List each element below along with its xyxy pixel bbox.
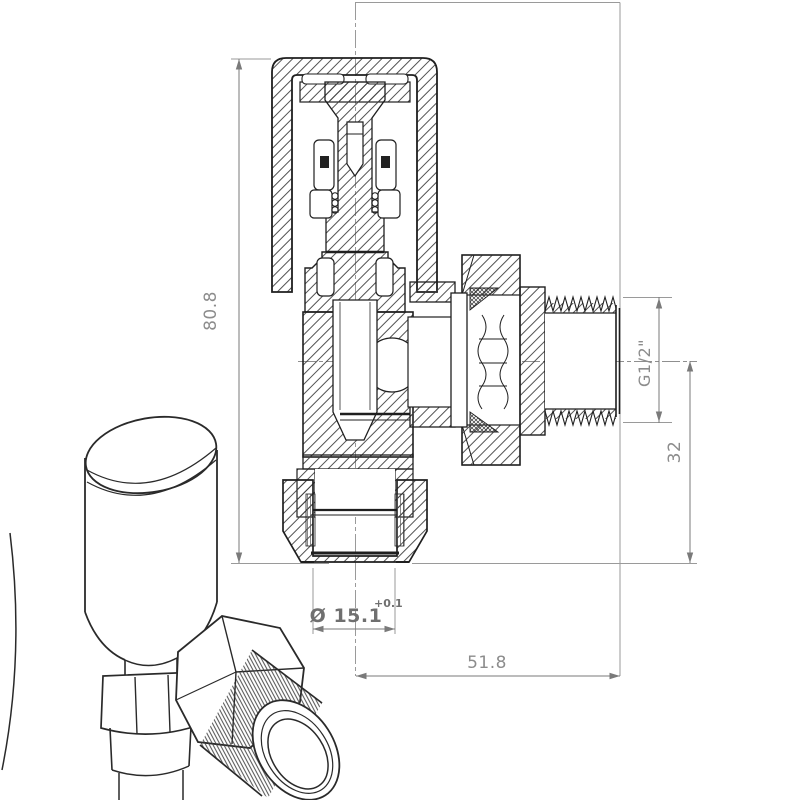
bonnet-section	[304, 250, 406, 313]
dimension-label-bore-tolerance: +0.1	[374, 597, 403, 610]
dimension-label-overall-height: 80.8	[201, 291, 221, 331]
dimension-label-center-to-base: 32	[665, 441, 685, 464]
dimension-layer	[231, 2, 697, 680]
dimension-label-thread-size: G1/2"	[635, 339, 654, 387]
body-section	[302, 281, 456, 458]
male-thread-section	[519, 286, 621, 436]
dimension-arrowheads	[235, 59, 694, 680]
tail-nut-section	[282, 454, 428, 563]
dimension-label-center-to-tip: 51.8	[467, 653, 507, 673]
iso-view	[1, 415, 341, 800]
dimension-label-bore-diameter: Ø 15.1	[310, 605, 383, 627]
iso-pipe-edge	[1, 532, 17, 771]
cap-section	[271, 57, 438, 293]
section-view	[271, 57, 621, 563]
dimension-labels: 80.8 G1/2" 32 Ø 15.1 +0.1 51.8	[201, 291, 685, 673]
iso-male-thread	[199, 649, 341, 800]
union-nut-section	[450, 254, 521, 466]
